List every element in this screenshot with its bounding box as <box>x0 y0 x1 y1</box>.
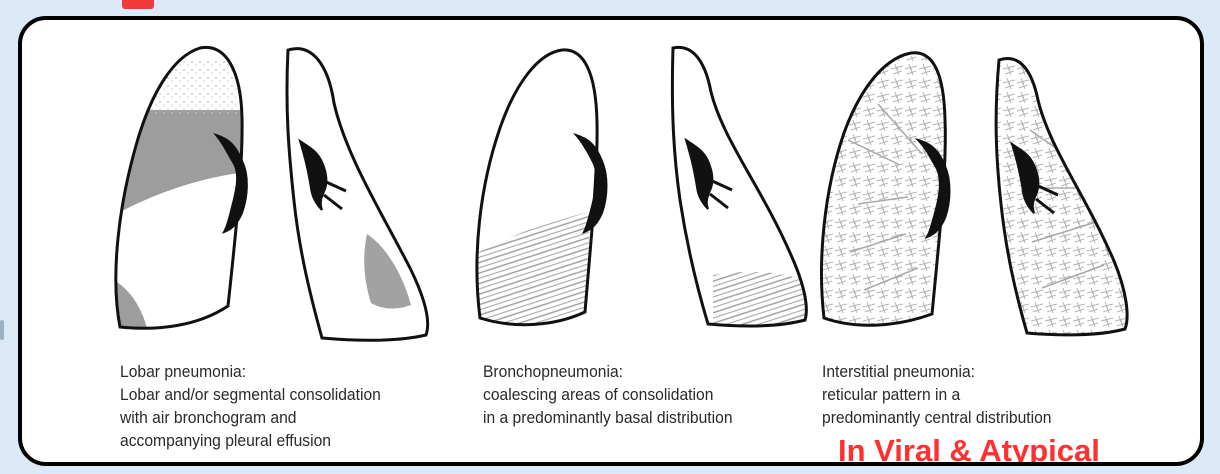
diagram-frame: Lobar pneumonia: Lobar and/or segmental … <box>18 16 1204 466</box>
lobar-bronchi <box>216 135 346 232</box>
broncho-right-shading <box>713 272 808 327</box>
bronchopneumonia-caption: Bronchopneumonia: coalescing areas of co… <box>483 360 733 429</box>
interstitial-left-reticular-pattern <box>818 56 950 328</box>
left-edge-artifact <box>0 320 4 340</box>
lobar-pneumonia-caption: Lobar pneumonia: Lobar and/or segmental … <box>120 360 381 452</box>
interstitial-pneumonia-caption: Interstitial pneumonia: reticular patter… <box>822 360 1052 429</box>
lobar-consolidation-shading <box>114 58 248 332</box>
broncho-bronchi <box>576 135 732 232</box>
viral-atypical-label: In Viral & Atypical <box>838 434 1100 466</box>
pleural-effusion-shading <box>364 234 411 309</box>
interstitial-right-reticular-pattern <box>994 58 1128 338</box>
top-red-strip <box>122 0 154 9</box>
broncho-left-shading <box>472 212 589 330</box>
